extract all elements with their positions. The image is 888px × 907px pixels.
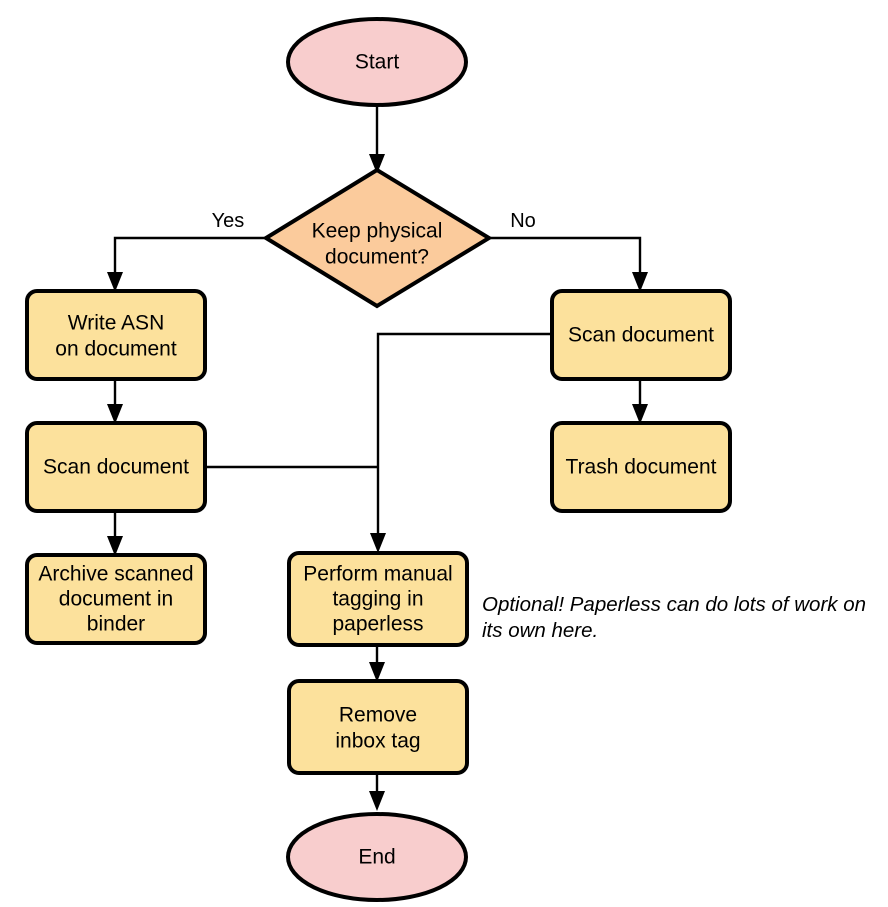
annotation-note: Optional! Paperless can do lots of work … — [482, 593, 866, 642]
annotation-line2: its own here. — [482, 619, 598, 642]
decision-diamond-shape — [262, 167, 493, 309]
node-trash-document[interactable]: Trash document — [550, 421, 732, 513]
edge-scan-right-to-trash — [632, 379, 648, 424]
node-archive-scanned-document[interactable]: Archive scanned document in binder — [25, 553, 207, 645]
start-label: Start — [355, 51, 400, 74]
node-write-asn[interactable]: Write ASN on document — [25, 289, 207, 381]
edge-write-asn-to-scan-left — [107, 379, 123, 424]
tagging-label-line1: Perform manual — [303, 563, 452, 586]
end-label: End — [358, 846, 395, 869]
scan-right-box-shape — [550, 289, 732, 381]
annotation-line1: Optional! Paperless can do lots of work … — [482, 593, 866, 616]
remove-inbox-box-shape — [287, 679, 469, 775]
tagging-label-line3: paperless — [332, 613, 423, 636]
write-asn-box-shape — [25, 289, 207, 381]
edge-line — [113, 236, 266, 281]
edge-remove-inbox-to-end — [369, 772, 385, 811]
node-decision-keep-physical-document[interactable]: Keep physical document? — [262, 167, 493, 309]
edge-label-no: No — [510, 210, 536, 232]
node-scan-document-left[interactable]: Scan document — [25, 421, 207, 513]
arrowhead-icon — [369, 662, 385, 682]
arrowhead-icon — [107, 404, 123, 424]
start-ellipse-shape — [286, 17, 468, 107]
edge-layer: Yes No — [107, 104, 648, 811]
edge-scan-right-to-tagging — [370, 332, 551, 553]
node-end[interactable]: End — [286, 812, 468, 902]
arrowhead-icon — [369, 791, 385, 811]
node-start[interactable]: Start — [286, 17, 468, 107]
archive-label-line2: document in — [59, 588, 173, 611]
scan-left-label: Scan document — [43, 456, 189, 479]
arrowhead-icon — [632, 404, 648, 424]
edge-line — [376, 332, 551, 542]
decision-label-line2: document? — [325, 246, 429, 269]
archive-label-line1: Archive scanned — [38, 563, 193, 586]
end-ellipse-shape — [286, 812, 468, 902]
trash-box-shape — [550, 421, 732, 513]
remove-inbox-label-line2: inbox tag — [335, 730, 420, 753]
arrowhead-icon — [107, 272, 123, 292]
node-perform-manual-tagging[interactable]: Perform manual tagging in paperless — [287, 551, 469, 647]
decision-label-line1: Keep physical — [312, 220, 443, 243]
scan-right-label: Scan document — [568, 324, 714, 347]
arrowhead-icon — [369, 154, 385, 174]
write-asn-label-line1: Write ASN — [68, 312, 164, 335]
edge-start-to-decision — [369, 104, 385, 174]
write-asn-label-line2: on document — [55, 338, 177, 361]
edge-tagging-to-remove-inbox — [369, 646, 385, 682]
edge-decision-no-to-scan-right: No — [489, 210, 648, 292]
arrowhead-icon — [632, 272, 648, 292]
edge-scan-left-to-archive — [107, 511, 123, 556]
edge-line — [489, 236, 642, 281]
node-remove-inbox-tag[interactable]: Remove inbox tag — [287, 679, 469, 775]
tagging-box-shape — [287, 551, 469, 647]
node-scan-document-right[interactable]: Scan document — [550, 289, 732, 381]
archive-box-shape — [25, 553, 207, 645]
tagging-label-line2: tagging in — [332, 588, 423, 611]
scan-left-box-shape — [25, 421, 207, 513]
arrowhead-icon — [107, 536, 123, 556]
trash-label: Trash document — [566, 456, 717, 479]
remove-inbox-label-line1: Remove — [339, 704, 417, 727]
edge-label-yes: Yes — [212, 210, 245, 232]
arrowhead-icon — [370, 533, 386, 553]
edge-decision-yes-to-write-asn: Yes — [107, 210, 266, 292]
archive-label-line3: binder — [87, 613, 145, 636]
